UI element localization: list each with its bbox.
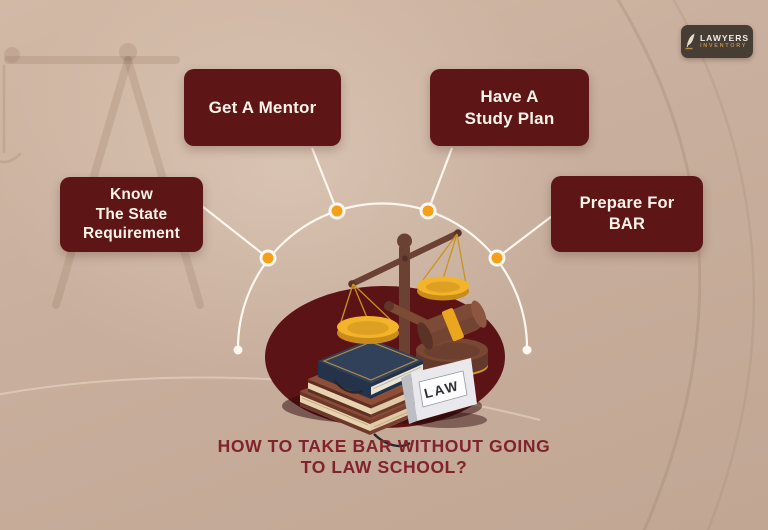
node-dot-step2 bbox=[328, 202, 346, 220]
maroon-ellipse-backdrop bbox=[265, 286, 505, 428]
step-label: Have A Study Plan bbox=[464, 87, 555, 128]
law-sign-text: LAW bbox=[423, 378, 462, 401]
connector-arc bbox=[236, 202, 529, 351]
title-line-1: HOW TO TAKE BAR WITHOUT GOING bbox=[217, 436, 551, 456]
arc-end-dot-right bbox=[522, 345, 532, 355]
step-label: Get A Mentor bbox=[208, 97, 317, 117]
brand-subname: INVENTORY bbox=[699, 43, 748, 49]
step-box-know-state-requirement: Know The State Requirement bbox=[60, 177, 203, 252]
arc-end-dot-left bbox=[233, 345, 243, 355]
infographic-title: HOW TO TAKE BAR WITHOUT GOING TO LAW SCH… bbox=[0, 436, 768, 478]
gavel-icon bbox=[384, 300, 488, 377]
scales-of-justice-icon bbox=[348, 229, 469, 405]
brand-name: LAWYERS bbox=[699, 32, 750, 43]
title-line-2: TO LAW SCHOOL? bbox=[300, 457, 468, 477]
scales-left-pan bbox=[337, 283, 399, 344]
step-label: Know The State Requirement bbox=[83, 186, 180, 243]
node-dot-step1 bbox=[259, 249, 277, 267]
law-books-icon bbox=[300, 339, 441, 448]
brand-logo-text: LAWYERS INVENTORY bbox=[699, 32, 750, 50]
node-dot-step4 bbox=[488, 249, 506, 267]
law-sign-card: LAW bbox=[401, 358, 487, 428]
node-dot-step3 bbox=[419, 202, 437, 220]
connector-line-step1 bbox=[197, 202, 269, 259]
connector-line-step2 bbox=[310, 147, 339, 212]
brand-logo: LAWYERS INVENTORY bbox=[681, 25, 753, 58]
ground-shadow bbox=[282, 388, 482, 424]
step-box-prepare-for-bar: Prepare For BAR bbox=[551, 176, 703, 252]
step-label: Prepare For BAR bbox=[579, 194, 675, 233]
quill-icon bbox=[685, 33, 695, 50]
step-box-get-a-mentor: Get A Mentor bbox=[184, 69, 341, 146]
scale-watermark-icon bbox=[0, 43, 204, 309]
connector-line-step3 bbox=[426, 147, 454, 212]
step-box-have-a-study-plan: Have A Study Plan bbox=[430, 69, 589, 146]
